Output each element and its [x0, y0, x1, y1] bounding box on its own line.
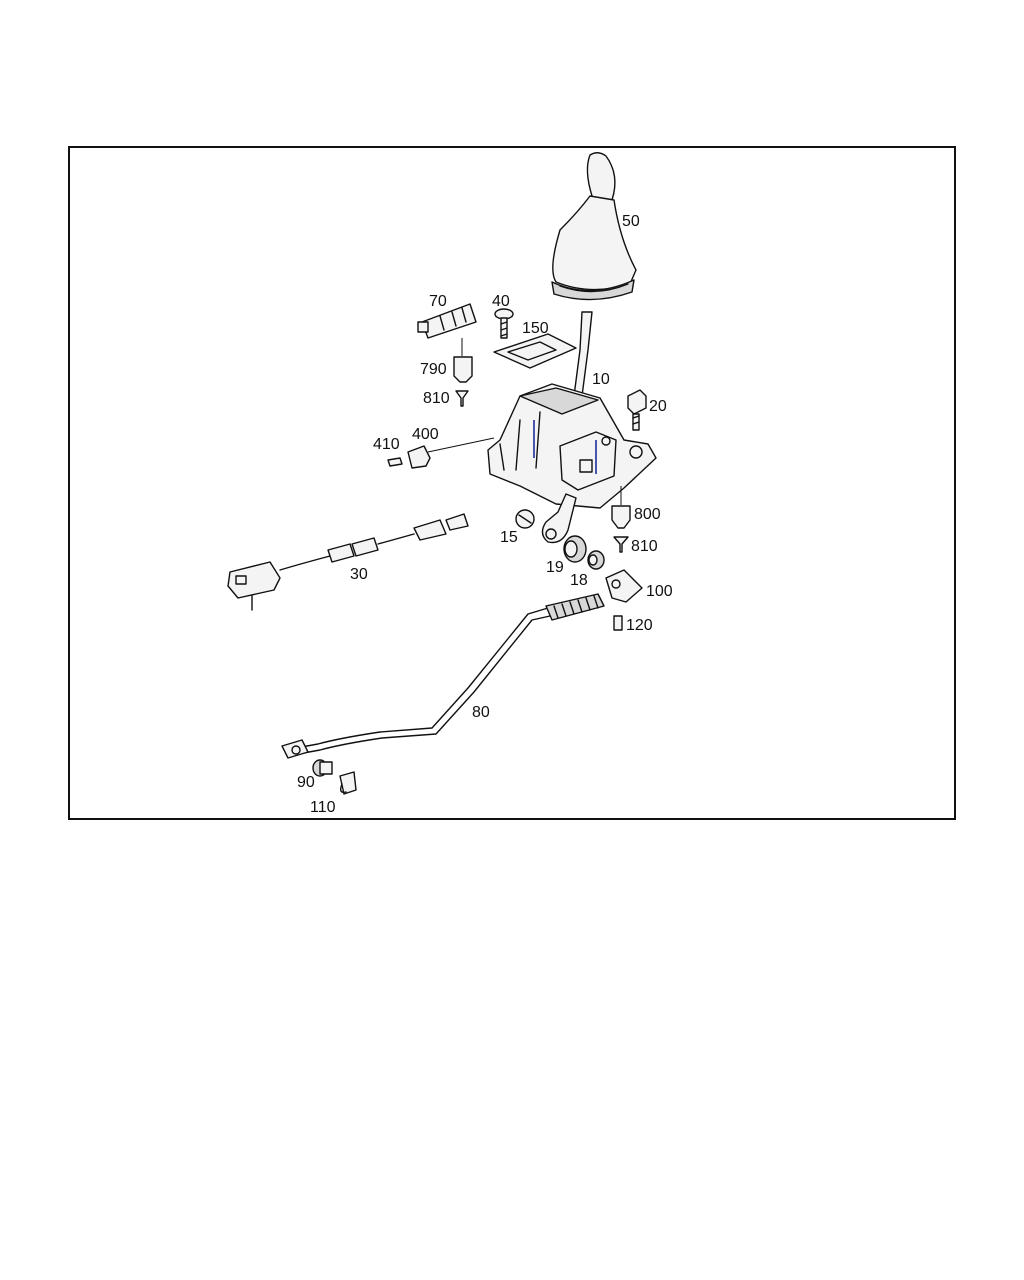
pin-120-part[interactable]	[613, 615, 623, 631]
label-80: 80	[472, 704, 490, 721]
label-20: 20	[649, 398, 667, 415]
pin-410-part[interactable]	[387, 457, 403, 467]
switch-part[interactable]	[417, 303, 477, 339]
label-40: 40	[492, 293, 510, 310]
label-15: 15	[500, 529, 518, 546]
label-70: 70	[429, 293, 447, 310]
label-410: 410	[373, 436, 400, 453]
label-90: 90	[297, 774, 315, 791]
label-100: 100	[646, 583, 673, 600]
label-810-lower: 810	[631, 538, 658, 555]
shift-boot-part[interactable]	[551, 152, 637, 301]
label-800: 800	[634, 506, 661, 523]
label-790: 790	[420, 361, 447, 378]
clip-810-upper-part[interactable]	[455, 390, 469, 407]
clip-810-lower-part[interactable]	[613, 536, 629, 553]
label-50: 50	[622, 213, 640, 230]
shift-rod-part[interactable]	[281, 593, 605, 759]
bushing-18-part[interactable]	[587, 550, 605, 570]
label-110: 110	[310, 799, 336, 816]
screw-20-part[interactable]	[627, 389, 647, 431]
label-810-upper: 810	[423, 390, 450, 407]
bracket-100-part[interactable]	[605, 569, 643, 603]
label-150: 150	[522, 320, 549, 337]
gate-plate-part[interactable]	[493, 333, 577, 369]
cable-30-part[interactable]	[227, 513, 469, 611]
clip-110-part[interactable]	[339, 771, 357, 795]
label-18: 18	[570, 572, 588, 589]
bracket-400-part[interactable]	[407, 445, 431, 469]
bushing-800-part[interactable]	[611, 505, 631, 529]
shift-lever-housing-part[interactable]	[487, 311, 657, 544]
bushing-790-part[interactable]	[453, 356, 473, 383]
label-10: 10	[592, 371, 610, 388]
label-120: 120	[626, 617, 653, 634]
bushing-90-part[interactable]	[312, 759, 333, 777]
label-30: 30	[350, 566, 368, 583]
label-19: 19	[546, 559, 564, 576]
bushing-19-part[interactable]	[563, 535, 587, 563]
screw-part[interactable]	[494, 308, 514, 339]
retaining-clip-part[interactable]	[515, 509, 535, 529]
label-400: 400	[412, 426, 439, 443]
